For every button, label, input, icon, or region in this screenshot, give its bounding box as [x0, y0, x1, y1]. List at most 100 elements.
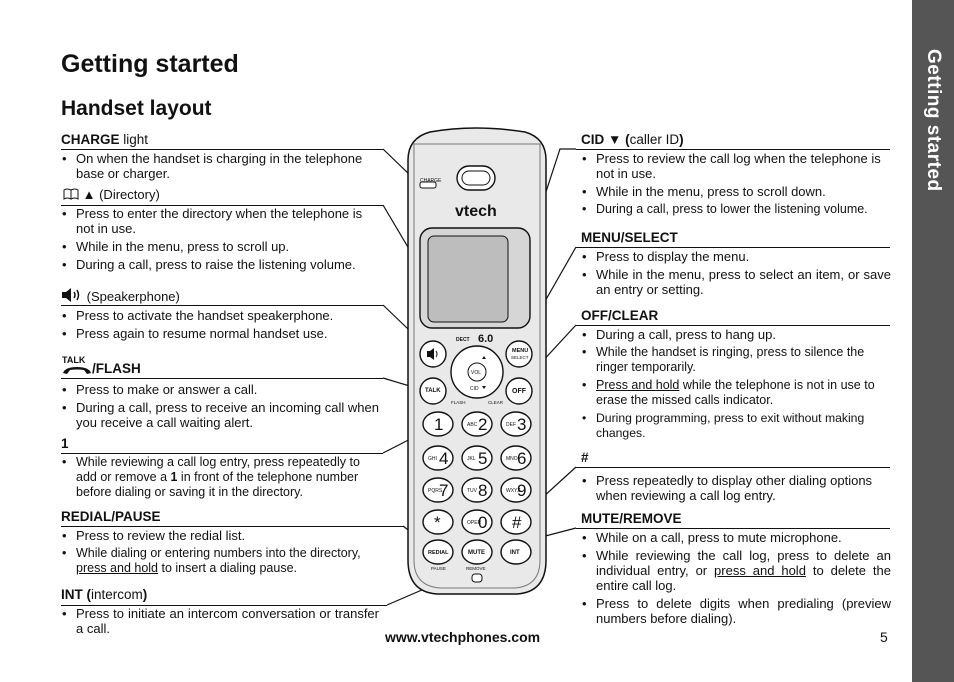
list-item: Press again to resume normal handset use… [61, 326, 379, 341]
int-button[interactable] [500, 539, 532, 565]
off-section: OFF/CLEAR During a call, press to hang u… [581, 308, 891, 444]
key-letters: WXYZ [506, 488, 520, 494]
cid-label: CID ▼ ( [581, 132, 630, 147]
directory-section: ▲ (Directory) Press to enter the directo… [61, 187, 379, 275]
key-letters: TUV [467, 488, 478, 494]
mute-section: MUTE/REMOVE While on a call, press to mu… [581, 511, 891, 629]
key-digit: # [512, 513, 522, 532]
talk-section: TALK /FLASH Press to make or answer a ca… [61, 354, 379, 433]
menu-select-button[interactable] [505, 340, 533, 368]
key-letters: MNO [506, 456, 518, 462]
keypad-key-1[interactable]: 1 [422, 411, 454, 437]
list-item: Press to make or answer a call. [61, 382, 379, 397]
list-item: While reviewing the call log, press to d… [581, 548, 891, 593]
one-section: 1 While reviewing a call log entry, pres… [61, 436, 379, 503]
svg-text:FLASH: FLASH [451, 400, 466, 405]
list-item: Press to initiate an intercom conversati… [61, 606, 379, 636]
divider [61, 149, 383, 150]
off-label: OFF/CLEAR [581, 308, 659, 323]
mute-remove-button[interactable] [461, 539, 493, 565]
key-digit: 4 [439, 449, 448, 468]
list-item: While in the menu, press to scroll down. [581, 184, 891, 199]
key-digit: 5 [478, 449, 487, 468]
list-item: Press and hold while the telephone is no… [581, 378, 891, 408]
int-section: INT (intercom) Press to initiate an inte… [61, 587, 379, 639]
side-tab-label: Getting started [923, 48, 944, 192]
divider [61, 205, 383, 206]
svg-text:OFF: OFF [512, 388, 527, 395]
divider [61, 605, 387, 606]
list-item: Press to review the redial list. [61, 528, 379, 543]
mute-label: MUTE/REMOVE [581, 511, 682, 526]
key-letters: GHI [428, 456, 437, 462]
divider [576, 149, 890, 150]
hash-section: # Press repeatedly to display other dial… [581, 450, 891, 506]
vol-label: VOL [471, 370, 481, 376]
directory-book-icon [63, 188, 79, 200]
hash-label: # [581, 450, 589, 465]
microphone-icon [471, 573, 483, 583]
key-digit: 6 [517, 449, 526, 468]
key-digit: 3 [517, 415, 526, 434]
section-title: Handset layout [61, 97, 212, 120]
menu-section: MENU/SELECT Press to display the menu. W… [581, 230, 891, 300]
list-item: On when the handset is charging in the t… [61, 151, 379, 181]
svg-text:CLEAR: CLEAR [488, 400, 504, 405]
keypad-key-star[interactable]: * [422, 509, 454, 535]
one-label: 1 [61, 436, 69, 451]
key-letters: ABC [467, 422, 478, 428]
charge-label: CHARGE [61, 132, 120, 147]
redial-label: REDIAL/PAUSE [61, 509, 161, 524]
divider [576, 247, 890, 248]
talk-icon-text: TALK [62, 355, 86, 365]
page-title: Getting started [61, 50, 239, 78]
divider [576, 325, 890, 326]
list-item: Press to review the call log when the te… [581, 151, 891, 181]
key-digit: 9 [517, 481, 526, 500]
svg-text:SELECT: SELECT [511, 355, 529, 360]
charge-section: CHARGE light On when the handset is char… [61, 132, 379, 184]
list-item: Press repeatedly to display other dialin… [581, 473, 891, 503]
redial-section: REDIAL/PAUSE Press to review the redial … [61, 509, 379, 579]
talk-label: /FLASH [92, 361, 141, 376]
list-item: During a call, press to receive an incom… [61, 400, 379, 430]
key-digit: 1 [434, 415, 443, 434]
side-tab [912, 0, 954, 682]
talk-icon: TALK [62, 355, 91, 374]
footer-url[interactable]: www.vtechphones.com [385, 629, 541, 645]
off-clear-button[interactable] [505, 377, 533, 405]
list-item: While the handset is ringing, press to s… [581, 345, 891, 375]
divider [576, 467, 890, 468]
cid-section: CID ▼ (caller ID) Press to review the ca… [581, 132, 891, 220]
key-letters: JKL [467, 456, 476, 462]
list-item: During a call, press to lower the listen… [581, 202, 891, 217]
list-item: Press to delete digits when predialing (… [581, 596, 891, 626]
key-digit: 7 [439, 481, 448, 500]
talk-flash-button[interactable] [419, 377, 447, 405]
redial-pause-button[interactable] [422, 539, 454, 565]
charge-light-label: CHARGE [420, 178, 442, 184]
speaker-section: (Speakerphone) Press to activate the han… [61, 287, 379, 344]
keypad-key-hash[interactable]: # [500, 509, 532, 535]
list-item: Press to enter the directory when the te… [61, 206, 379, 236]
svg-text:MUTE: MUTE [468, 550, 485, 556]
list-item: While dialing or entering numbers into t… [61, 546, 379, 576]
divider [61, 305, 383, 306]
list-item: While reviewing a call log entry, press … [61, 455, 379, 500]
key-digit: * [434, 513, 441, 532]
list-item: Press to display the menu. [581, 249, 891, 264]
directory-label: ▲ (Directory) [82, 187, 160, 202]
svg-text:PAUSE: PAUSE [431, 566, 446, 571]
speaker-icon [62, 288, 80, 302]
